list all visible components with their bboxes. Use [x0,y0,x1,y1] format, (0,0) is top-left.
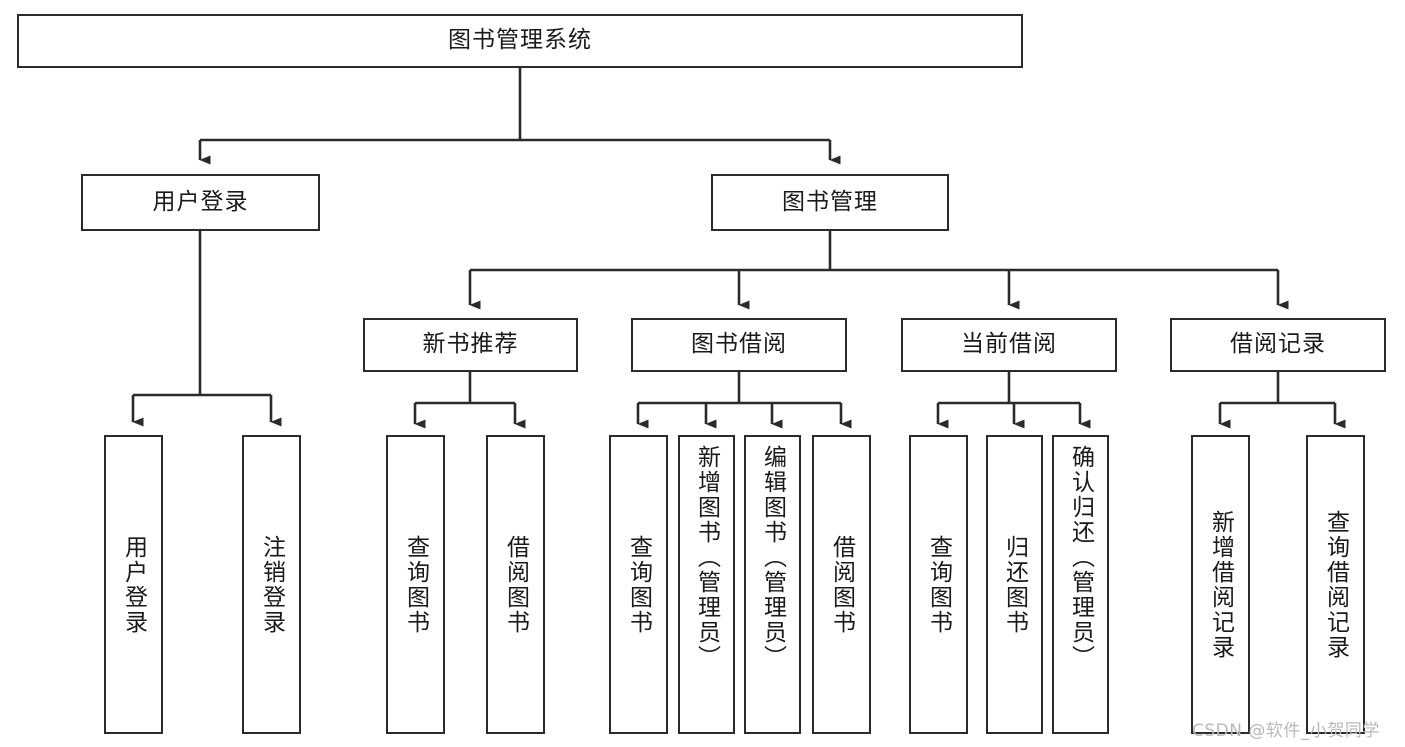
node-leaf-add-borrow-record-label: 新增借阅记录 [1207,509,1234,660]
node-borrow-record-label: 借阅记录 [1230,331,1326,358]
node-leaf-borrow-book-2[interactable]: 借阅图书 [812,435,871,734]
node-root-label: 图书管理系统 [448,27,592,54]
edge-group-new-book-recommend [413,372,526,429]
node-new-book-recommend[interactable]: 新书推荐 [363,318,578,372]
node-user-login[interactable]: 用户登录 [81,174,320,231]
node-leaf-add-borrow-record[interactable]: 新增借阅记录 [1191,435,1250,734]
node-book-borrow[interactable]: 图书借阅 [631,318,847,372]
node-leaf-query-book-3-label: 查询图书 [925,534,952,635]
node-book-manage-label: 图书管理 [782,188,878,215]
node-leaf-borrow-book-1-label: 借阅图书 [502,534,529,635]
node-leaf-query-book-2-label: 查询图书 [625,534,652,635]
node-leaf-confirm-return-admin-label: 确认归还（管理员） [1067,445,1094,670]
edge-group-borrow-record [1218,372,1346,429]
node-new-book-recommend-label: 新书推荐 [422,331,519,358]
node-leaf-add-book-admin[interactable]: 新增图书（管理员） [678,435,735,734]
node-root[interactable]: 图书管理系统 [17,14,1023,68]
node-current-borrow-label: 当前借阅 [961,331,1057,358]
node-leaf-logout[interactable]: 注销登录 [242,435,301,734]
node-leaf-query-book-3[interactable]: 查询图书 [909,435,968,734]
node-leaf-return-book[interactable]: 归还图书 [986,435,1043,734]
edge-group-root [198,68,841,165]
node-leaf-edit-book-admin[interactable]: 编辑图书（管理员） [744,435,801,734]
node-leaf-query-borrow-record-label: 查询借阅记录 [1322,509,1349,660]
edge-group-user-login [131,231,282,427]
node-leaf-user-login[interactable]: 用户登录 [104,435,163,734]
node-leaf-logout-label: 注销登录 [258,534,285,635]
node-leaf-query-book-1[interactable]: 查询图书 [386,435,445,734]
node-leaf-query-borrow-record[interactable]: 查询借阅记录 [1306,435,1365,734]
node-leaf-borrow-book-2-label: 借阅图书 [828,534,855,635]
node-book-borrow-label: 图书借阅 [691,331,787,358]
edge-group-current-borrow [936,372,1091,429]
node-leaf-query-book-2[interactable]: 查询图书 [609,435,668,734]
node-leaf-user-login-label: 用户登录 [120,534,147,635]
node-leaf-add-book-admin-label: 新增图书（管理员） [693,445,720,670]
node-leaf-query-book-1-label: 查询图书 [402,534,429,635]
node-leaf-confirm-return-admin[interactable]: 确认归还（管理员） [1052,435,1109,734]
node-user-login-label: 用户登录 [152,188,249,215]
node-leaf-borrow-book-1[interactable]: 借阅图书 [486,435,545,734]
node-borrow-record[interactable]: 借阅记录 [1170,318,1386,372]
node-current-borrow[interactable]: 当前借阅 [901,318,1117,372]
edge-group-book-manage [468,231,1289,310]
node-book-manage[interactable]: 图书管理 [711,174,949,231]
node-leaf-return-book-label: 归还图书 [1001,534,1028,635]
edge-group-book-borrow [636,372,852,429]
node-leaf-edit-book-admin-label: 编辑图书（管理员） [759,445,786,670]
